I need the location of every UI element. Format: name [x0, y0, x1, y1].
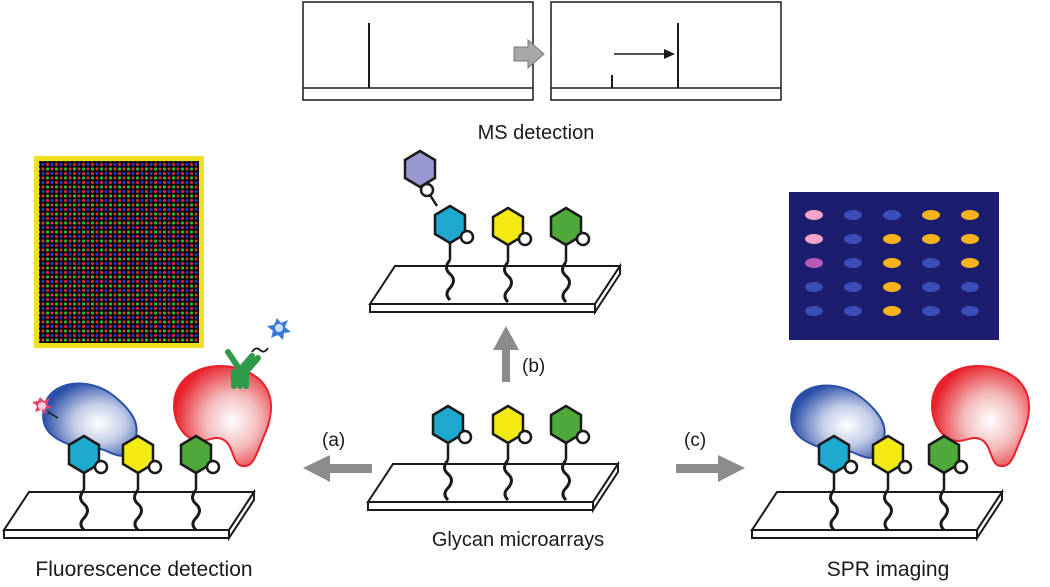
extended-glycan — [403, 149, 439, 207]
spr-slide — [751, 365, 1030, 539]
spr-spot-blue — [844, 282, 862, 292]
spr-spot-blue — [922, 258, 940, 268]
step-a-label: (a) — [322, 430, 345, 451]
spr-spot-blue — [844, 210, 862, 220]
spr-array-image — [789, 192, 999, 340]
ms-transition-arrow-icon — [513, 38, 545, 70]
ms-microarray-slide — [369, 149, 621, 313]
step-b-label: (b) — [522, 356, 545, 377]
fluorophore-icon — [32, 397, 59, 419]
spr-spot-pink — [805, 234, 823, 244]
glycan-microarray-slide — [367, 404, 619, 511]
ms-detection-label: MS detection — [478, 122, 595, 144]
spr-spot-blue — [805, 306, 823, 316]
spr-spot-orange — [922, 234, 940, 244]
spr-spot-blue — [922, 306, 940, 316]
spr-spot-magenta — [805, 258, 823, 268]
spr-spot-blue — [805, 282, 823, 292]
spr-spot-orange — [922, 210, 940, 220]
ms-spectrum-after — [550, 1, 782, 101]
spr-spot-blue — [922, 282, 940, 292]
spr-spot-blue — [883, 210, 901, 220]
spr-spot-orange — [883, 234, 901, 244]
step-b-arrow-icon — [493, 326, 519, 382]
spr-spot-orange — [883, 282, 901, 292]
step-a-arrow-icon — [303, 455, 372, 482]
fluorescence-detection-label: Fluorescence detection — [35, 558, 252, 581]
spr-spot-orange — [961, 234, 979, 244]
spr-spot-blue — [961, 282, 979, 292]
spr-spot-pink — [805, 210, 823, 220]
step-c-arrow-icon — [676, 455, 745, 482]
fluorescence-slide — [3, 365, 272, 539]
spr-spot-blue — [844, 234, 862, 244]
spr-spot-blue — [844, 258, 862, 268]
step-c-label: (c) — [684, 430, 706, 451]
antibody-icon — [225, 318, 291, 389]
glycan-microarrays-label: Glycan microarrays — [432, 529, 604, 551]
ms-spectrum-before — [302, 1, 534, 101]
spr-spot-orange — [961, 258, 979, 268]
fluorescence-array-image — [34, 156, 204, 348]
spr-spot-orange — [883, 306, 901, 316]
spr-spot-orange — [883, 258, 901, 268]
spr-imaging-label: SPR imaging — [827, 558, 950, 581]
spr-spot-blue — [844, 306, 862, 316]
spr-spot-orange — [961, 210, 979, 220]
spr-spot-blue — [961, 306, 979, 316]
